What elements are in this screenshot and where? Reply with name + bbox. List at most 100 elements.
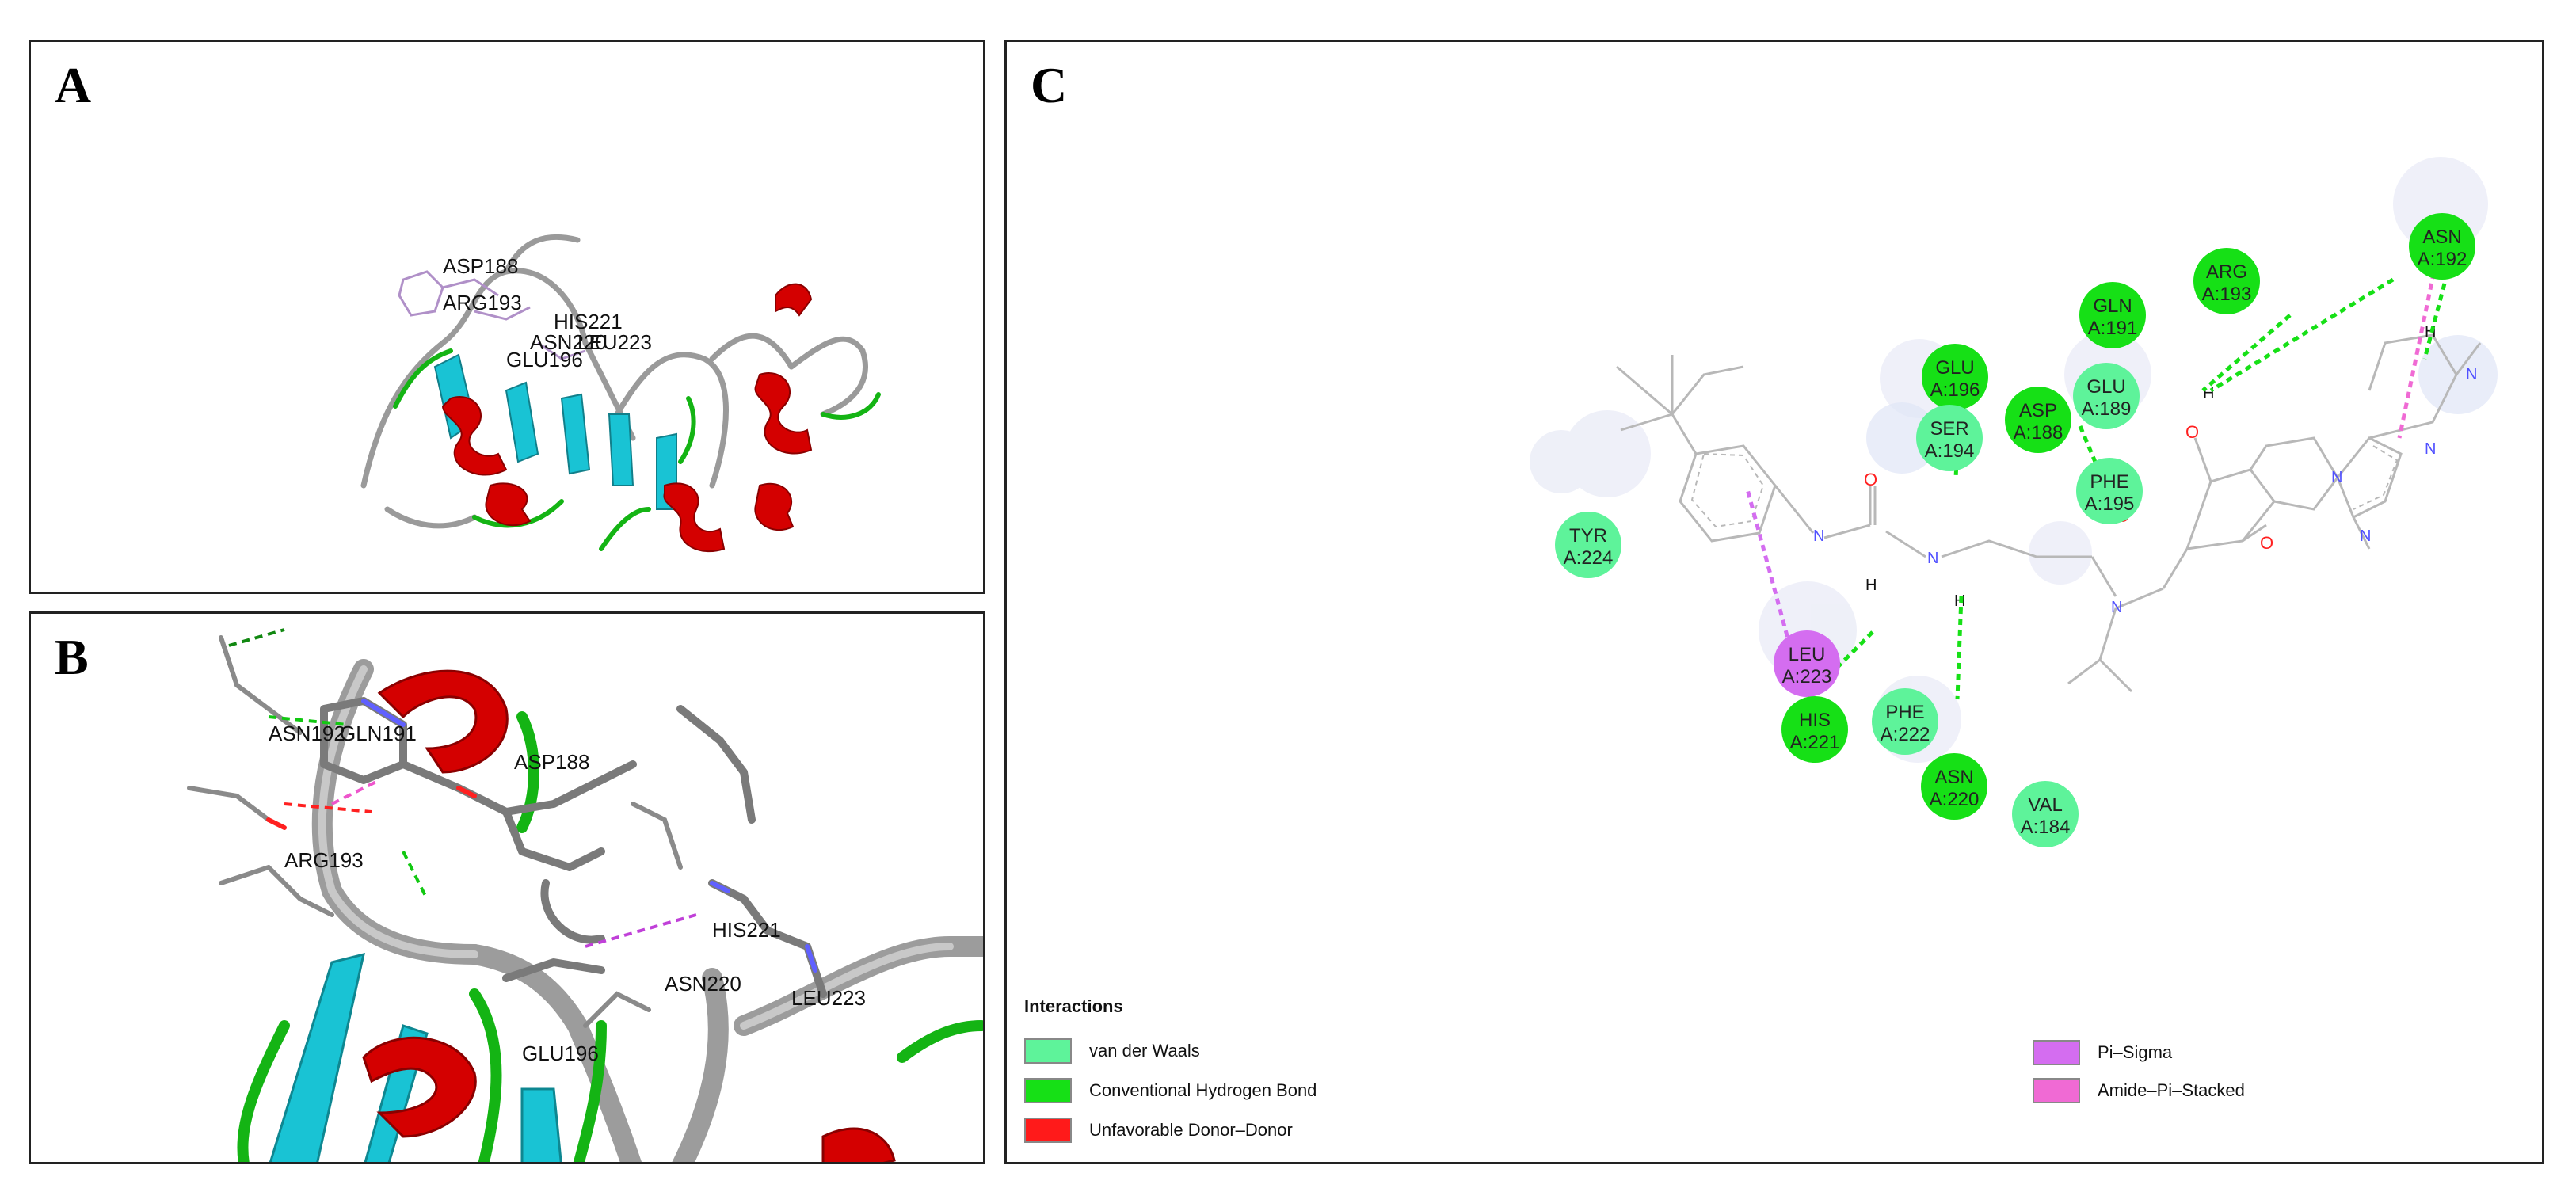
residue-name: LEU xyxy=(1789,644,1826,665)
residue-chain: A:195 xyxy=(2085,493,2135,515)
panel-b-letter: B xyxy=(55,629,89,685)
atom-n-6: N xyxy=(2425,440,2436,458)
residue-name: TYR xyxy=(1569,525,1607,546)
residue-circle xyxy=(2076,458,2143,524)
panel-c: C xyxy=(1004,40,2544,1164)
legend-title: Interactions xyxy=(1024,996,1123,1016)
legend-swatch-amide-pi xyxy=(2033,1078,2080,1103)
residue-chain: A:191 xyxy=(2088,318,2138,339)
residue-name: ASN xyxy=(2422,227,2461,248)
residue-name: ASN xyxy=(1934,767,1973,788)
residue-chain: A:220 xyxy=(1930,789,1980,810)
legend-swatch-donor-donor xyxy=(1024,1118,1072,1143)
residue-circle xyxy=(2079,282,2146,348)
residue-circle xyxy=(2005,387,2071,453)
legend-item-amide-pi: Amide–Pi–Stacked xyxy=(2033,1078,2245,1103)
residue-chain: A:192 xyxy=(2418,249,2467,270)
legend-label-amide-pi: Amide–Pi–Stacked xyxy=(2098,1080,2245,1100)
legend-label-vdw: van der Waals xyxy=(1089,1041,1200,1061)
residue-circle xyxy=(2012,781,2079,847)
panel-b-label-6: LEU223 xyxy=(791,986,866,1010)
residue-layer: ASNA:192GLNA:191ARGA:193GLUA:196SERA:194… xyxy=(1555,213,2475,847)
residue-name: GLU xyxy=(2086,376,2125,398)
panel-b-label-2: ASP188 xyxy=(514,750,589,774)
panel-b-label-7: GLU196 xyxy=(522,1042,599,1065)
legend-swatch-pi-sigma xyxy=(2033,1040,2080,1065)
panel-b-label-1: GLN191 xyxy=(340,722,417,745)
atom-n-5: N xyxy=(2466,366,2477,383)
panel-a-label-5: GLU196 xyxy=(506,348,583,371)
residue-name: ARG xyxy=(2206,261,2247,283)
legend-label-pi-sigma: Pi–Sigma xyxy=(2098,1042,2173,1062)
panel-c-letter: C xyxy=(1031,57,1068,113)
panel-b: B xyxy=(29,611,985,1164)
residue-chain: A:193 xyxy=(2202,284,2252,305)
legend-item-pi-sigma: Pi–Sigma xyxy=(2033,1040,2172,1065)
residue-name: GLN xyxy=(2093,295,2132,317)
residue-circle xyxy=(1555,512,1621,578)
legend-item-donor-donor: Unfavorable Donor–Donor xyxy=(1024,1118,1293,1143)
panel-b-label-5: ASN220 xyxy=(665,972,741,996)
atom-n-2: N xyxy=(1927,550,1938,567)
residue-name: GLU xyxy=(1935,357,1974,379)
panel-a-label-4: LEU223 xyxy=(577,330,652,354)
residue-chain: A:221 xyxy=(1790,732,1840,753)
residue-chain: A:184 xyxy=(2021,817,2071,838)
residue-chain: A:188 xyxy=(2014,422,2063,444)
atom-n-3: N xyxy=(2111,599,2122,616)
panel-a-label-0: ASP188 xyxy=(443,254,518,278)
panel-a-protein-view: ASP188 ARG193 HIS221 ASN220 LEU223 GLU19… xyxy=(360,234,881,553)
legend-swatch-vdw xyxy=(1024,1038,1072,1064)
atom-n-4: N xyxy=(2331,469,2342,486)
panel-a-label-1: ARG193 xyxy=(443,291,522,314)
residue-chain: A:194 xyxy=(1925,440,1975,462)
residue-name: SER xyxy=(1930,418,1968,440)
atom-n-1: N xyxy=(1813,527,1824,545)
atom-n-7: N xyxy=(2360,527,2371,545)
residue-name: HIS xyxy=(1799,710,1831,731)
residue-chain: A:196 xyxy=(1930,379,1980,401)
atom-o-4: O xyxy=(2260,533,2273,553)
atom-o-2: O xyxy=(2185,422,2199,442)
panel-b-label-4: HIS221 xyxy=(712,918,781,942)
residue-circle xyxy=(1872,688,1938,755)
panel-a-label-3: ASN220 xyxy=(530,330,607,354)
residue-circle xyxy=(2409,213,2475,280)
panel-a-label-2: HIS221 xyxy=(554,310,623,333)
residue-circle xyxy=(1781,696,1848,763)
legend-label-hbond: Conventional Hydrogen Bond xyxy=(1089,1080,1317,1100)
residue-circle xyxy=(1921,753,1987,820)
panel-b-label-3: ARG193 xyxy=(284,848,364,872)
legend-item-hbond: Conventional Hydrogen Bond xyxy=(1024,1078,1317,1103)
residue-name: PHE xyxy=(1885,702,1924,723)
residue-chain: A:222 xyxy=(1881,724,1930,745)
residue-chain: A:224 xyxy=(1564,547,1614,569)
atom-o-1: O xyxy=(1864,470,1877,489)
atom-h-1: H xyxy=(1865,577,1877,594)
legend-swatch-hbond xyxy=(1024,1078,1072,1103)
residue-circle xyxy=(2193,248,2260,314)
residue-chain: A:223 xyxy=(1782,666,1832,687)
panel-a: A xyxy=(29,40,985,594)
panel-c-interaction-diagram: N N N N N N N O O O O H H H H H xyxy=(1530,157,2498,847)
residue-circle xyxy=(1916,405,1983,471)
panel-b-label-0: ASN192 xyxy=(269,722,345,745)
residue-circle xyxy=(1774,630,1840,697)
residue-chain: A:189 xyxy=(2082,398,2132,420)
legend-label-donor-donor: Unfavorable Donor–Donor xyxy=(1089,1120,1293,1140)
panel-a-letter: A xyxy=(55,57,92,113)
